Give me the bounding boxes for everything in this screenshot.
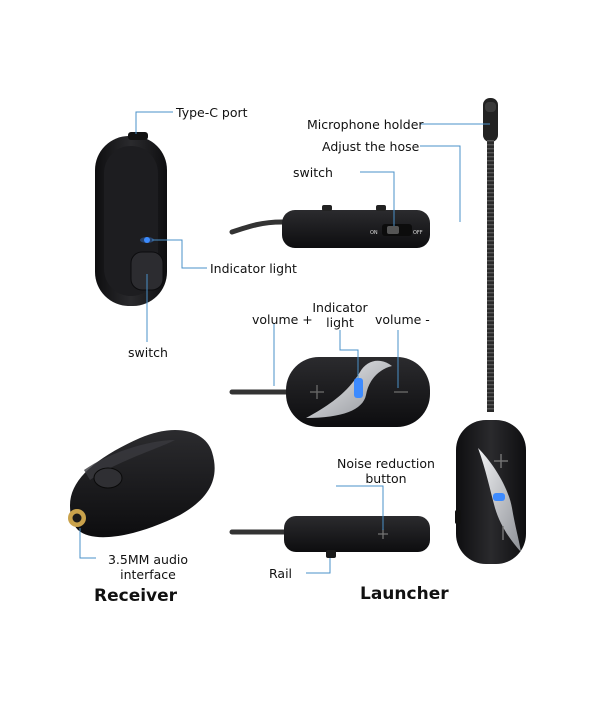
label-indicator-light-receiver: Indicator light [210, 261, 297, 276]
launcher-with-gooseneck [455, 98, 526, 564]
label-adjust-hose: Adjust the hose [322, 139, 420, 154]
callout-audio-interface [79, 528, 96, 559]
switch-on-marking: ON [370, 230, 378, 236]
switch-off-marking: OFF [413, 230, 423, 236]
label-type-c-port: Type-C port [176, 105, 248, 120]
receiver-front-view [95, 132, 167, 306]
heading-launcher: Launcher [360, 584, 449, 604]
receiver-indicator-light [144, 237, 150, 243]
label-audio-interface-line2: interface [120, 567, 176, 582]
launcher-indicator-light [354, 378, 363, 398]
label-volume-plus: volume + [252, 312, 313, 327]
adjustable-hose [487, 140, 494, 412]
label-audio-interface-line1: 3.5MM audio [107, 552, 189, 567]
label-microphone-holder: Microphone holder [307, 117, 424, 132]
receiver-side-view [68, 430, 215, 538]
heading-receiver: Receiver [94, 586, 178, 606]
launcher-front-view [229, 357, 430, 427]
label-audio-interface: 3.5MM audio interface [98, 552, 198, 582]
label-noise-reduction-line2: button [365, 471, 407, 486]
label-switch-launcher: switch [293, 165, 333, 180]
launcher-rail [326, 550, 336, 558]
launcher-top-view: ON OFF [229, 205, 430, 248]
callout-rail [306, 558, 331, 574]
label-indicator-light-launcher: Indicator light [306, 300, 374, 330]
label-rail: Rail [269, 566, 293, 581]
callout-lines [79, 111, 490, 574]
label-indicator-light-launcher-line2: light [326, 315, 354, 330]
label-switch-receiver: switch [128, 345, 168, 360]
callout-adjust-hose [420, 145, 461, 222]
callout-indicator-light-receiver [152, 239, 207, 269]
launcher-bottom-view [229, 516, 430, 558]
callout-noise-reduction [336, 485, 384, 530]
callout-type-c-port [135, 111, 173, 134]
label-noise-reduction: Noise reduction button [334, 456, 438, 486]
callout-switch-launcher [360, 171, 395, 226]
label-volume-minus: volume - [375, 312, 430, 327]
label-indicator-light-launcher-line1: Indicator [312, 300, 368, 315]
label-noise-reduction-line1: Noise reduction [337, 456, 435, 471]
callout-indicator-light-launcher [339, 330, 359, 378]
